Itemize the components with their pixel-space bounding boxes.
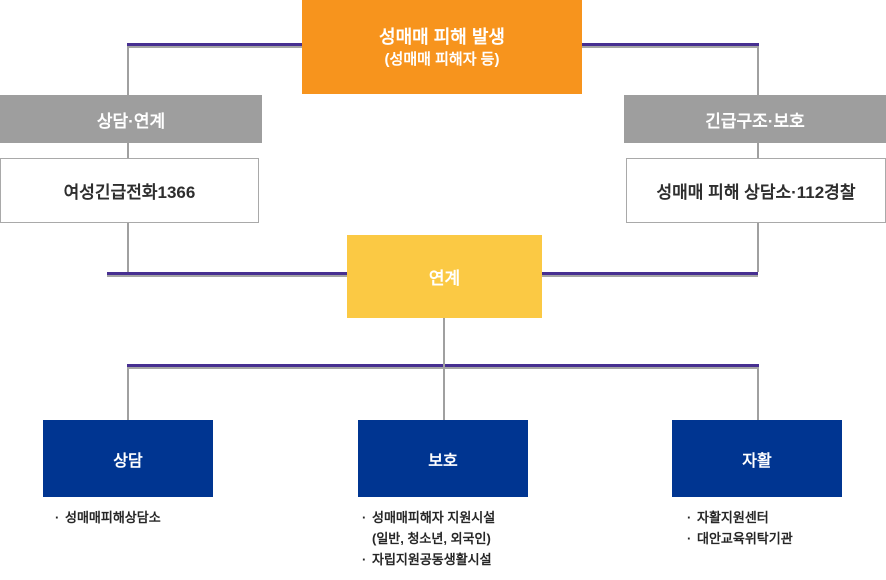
bullet-icon: · — [687, 510, 692, 525]
node-incident-title: 성매매 피해 발생 — [379, 26, 505, 47]
connector-mid-right — [542, 272, 758, 277]
self-support-item-list: · 자활지원센터 · 대안교육위탁기관 — [687, 507, 793, 549]
node-rescue-protect-label: 긴급구조·보호 — [705, 111, 805, 131]
connector-right-vertical-2 — [757, 143, 759, 158]
node-counsel-link-header: 상담·연계 — [0, 95, 262, 143]
connector-bottom-left-vertical — [127, 369, 129, 420]
node-self-support-label: 자활 — [742, 452, 772, 470]
list-item: · 자립지원공동생활시설 — [362, 549, 495, 570]
bullet-icon: · — [362, 510, 367, 525]
connector-center-vertical — [443, 318, 445, 420]
node-link: 연계 — [347, 235, 542, 318]
node-counseling-label: 상담 — [113, 452, 143, 470]
connector-bottom-right-vertical — [757, 369, 759, 420]
list-item: · 성매매피해상담소 — [55, 507, 161, 528]
node-protection: 보호 — [358, 420, 528, 497]
connector-right-vertical-1 — [757, 46, 759, 95]
list-item: · 대안교육위탁기관 — [687, 528, 793, 549]
node-counseling: 상담 — [43, 420, 213, 497]
list-item-text: 성매매피해자 지원시설 — [372, 510, 496, 525]
connector-mid-left — [107, 272, 347, 277]
node-link-label: 연계 — [428, 269, 461, 288]
list-item-text: 자립지원공동생활시설 — [372, 552, 492, 567]
list-item-text: 자활지원센터 — [697, 510, 769, 525]
bullet-icon: · — [362, 552, 367, 567]
list-item-continuation: (일반, 청소년, 외국인) — [362, 528, 495, 549]
connector-left-vertical-1 — [127, 46, 129, 95]
list-item-text: (일반, 청소년, 외국인) — [372, 531, 491, 546]
node-counseling-center-112-label: 성매매 피해 상담소·112경찰 — [656, 183, 856, 202]
connector-left-vertical-2 — [127, 143, 129, 158]
node-self-support: 자활 — [672, 420, 842, 497]
node-incident-subtitle: (성매매 피해자 등) — [384, 50, 500, 68]
connector-top-right — [582, 43, 759, 48]
counseling-item-list: · 성매매피해상담소 — [55, 507, 161, 528]
bullet-icon: · — [55, 510, 60, 525]
protection-item-list: · 성매매피해자 지원시설 (일반, 청소년, 외국인) · 자립지원공동생활시… — [362, 507, 495, 570]
connector-right-vertical-3 — [757, 223, 759, 272]
node-counseling-center-112: 성매매 피해 상담소·112경찰 — [626, 158, 886, 223]
list-item: · 자활지원센터 — [687, 507, 793, 528]
bullet-icon: · — [687, 531, 692, 546]
connector-top-left — [127, 43, 302, 48]
node-counsel-link-label: 상담·연계 — [96, 111, 166, 131]
list-item-text: 대안교육위탁기관 — [697, 531, 793, 546]
connector-left-vertical-3 — [127, 223, 129, 272]
list-item: · 성매매피해자 지원시설 — [362, 507, 495, 528]
list-item-text: 성매매피해상담소 — [65, 510, 161, 525]
node-hotline-1366-label: 여성긴급전화1366 — [63, 183, 196, 202]
node-incident: 성매매 피해 발생 (성매매 피해자 등) — [302, 0, 582, 94]
node-rescue-protect-header: 긴급구조·보호 — [624, 95, 886, 143]
node-protection-label: 보호 — [428, 452, 458, 470]
node-hotline-1366: 여성긴급전화1366 — [0, 158, 259, 223]
